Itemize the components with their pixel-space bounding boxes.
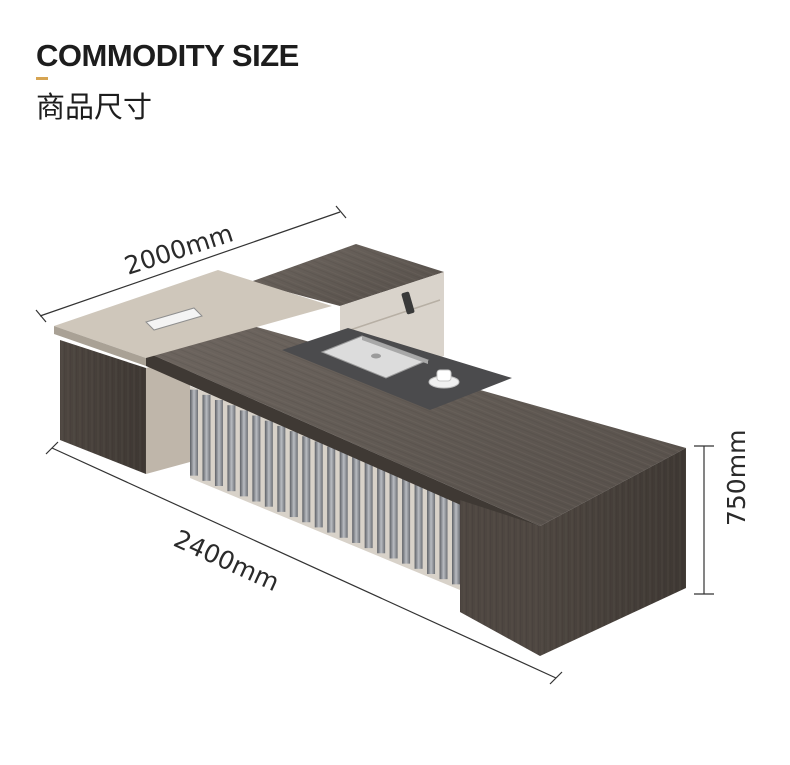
slat [377, 467, 386, 554]
height-label: 750mm [722, 430, 751, 526]
slat [352, 456, 361, 543]
slat [364, 462, 373, 549]
slat [452, 498, 460, 585]
desktop-edge [146, 352, 540, 540]
slat [389, 472, 398, 559]
slat [314, 441, 323, 528]
title-accent-bar [36, 77, 48, 80]
slat [264, 420, 273, 507]
left-pedestal-side [146, 356, 190, 474]
slat [227, 405, 236, 492]
slat [427, 487, 436, 574]
slat [239, 410, 248, 497]
slat [190, 389, 198, 476]
cabinet-lock-icon [401, 291, 415, 315]
slat [214, 400, 223, 487]
cup-icon [436, 369, 452, 382]
slat [252, 415, 261, 502]
slat [277, 425, 286, 512]
slat [202, 394, 211, 481]
slat [327, 446, 336, 533]
slat [302, 436, 311, 523]
slat [414, 482, 423, 569]
header: COMMODITY SIZE 商品尺寸 [36, 38, 299, 124]
slat-panel [190, 386, 460, 590]
slat [289, 431, 298, 518]
length-label: 2400mm [170, 524, 284, 597]
slat [402, 477, 411, 564]
page-subtitle: 商品尺寸 [36, 90, 153, 124]
slat [339, 451, 348, 538]
height-dimension: 750mm [694, 430, 751, 595]
slat [439, 493, 448, 580]
desk-illustration [54, 244, 686, 656]
cable-grommet-icon [145, 307, 203, 331]
page-title: COMMODITY SIZE [36, 38, 299, 73]
